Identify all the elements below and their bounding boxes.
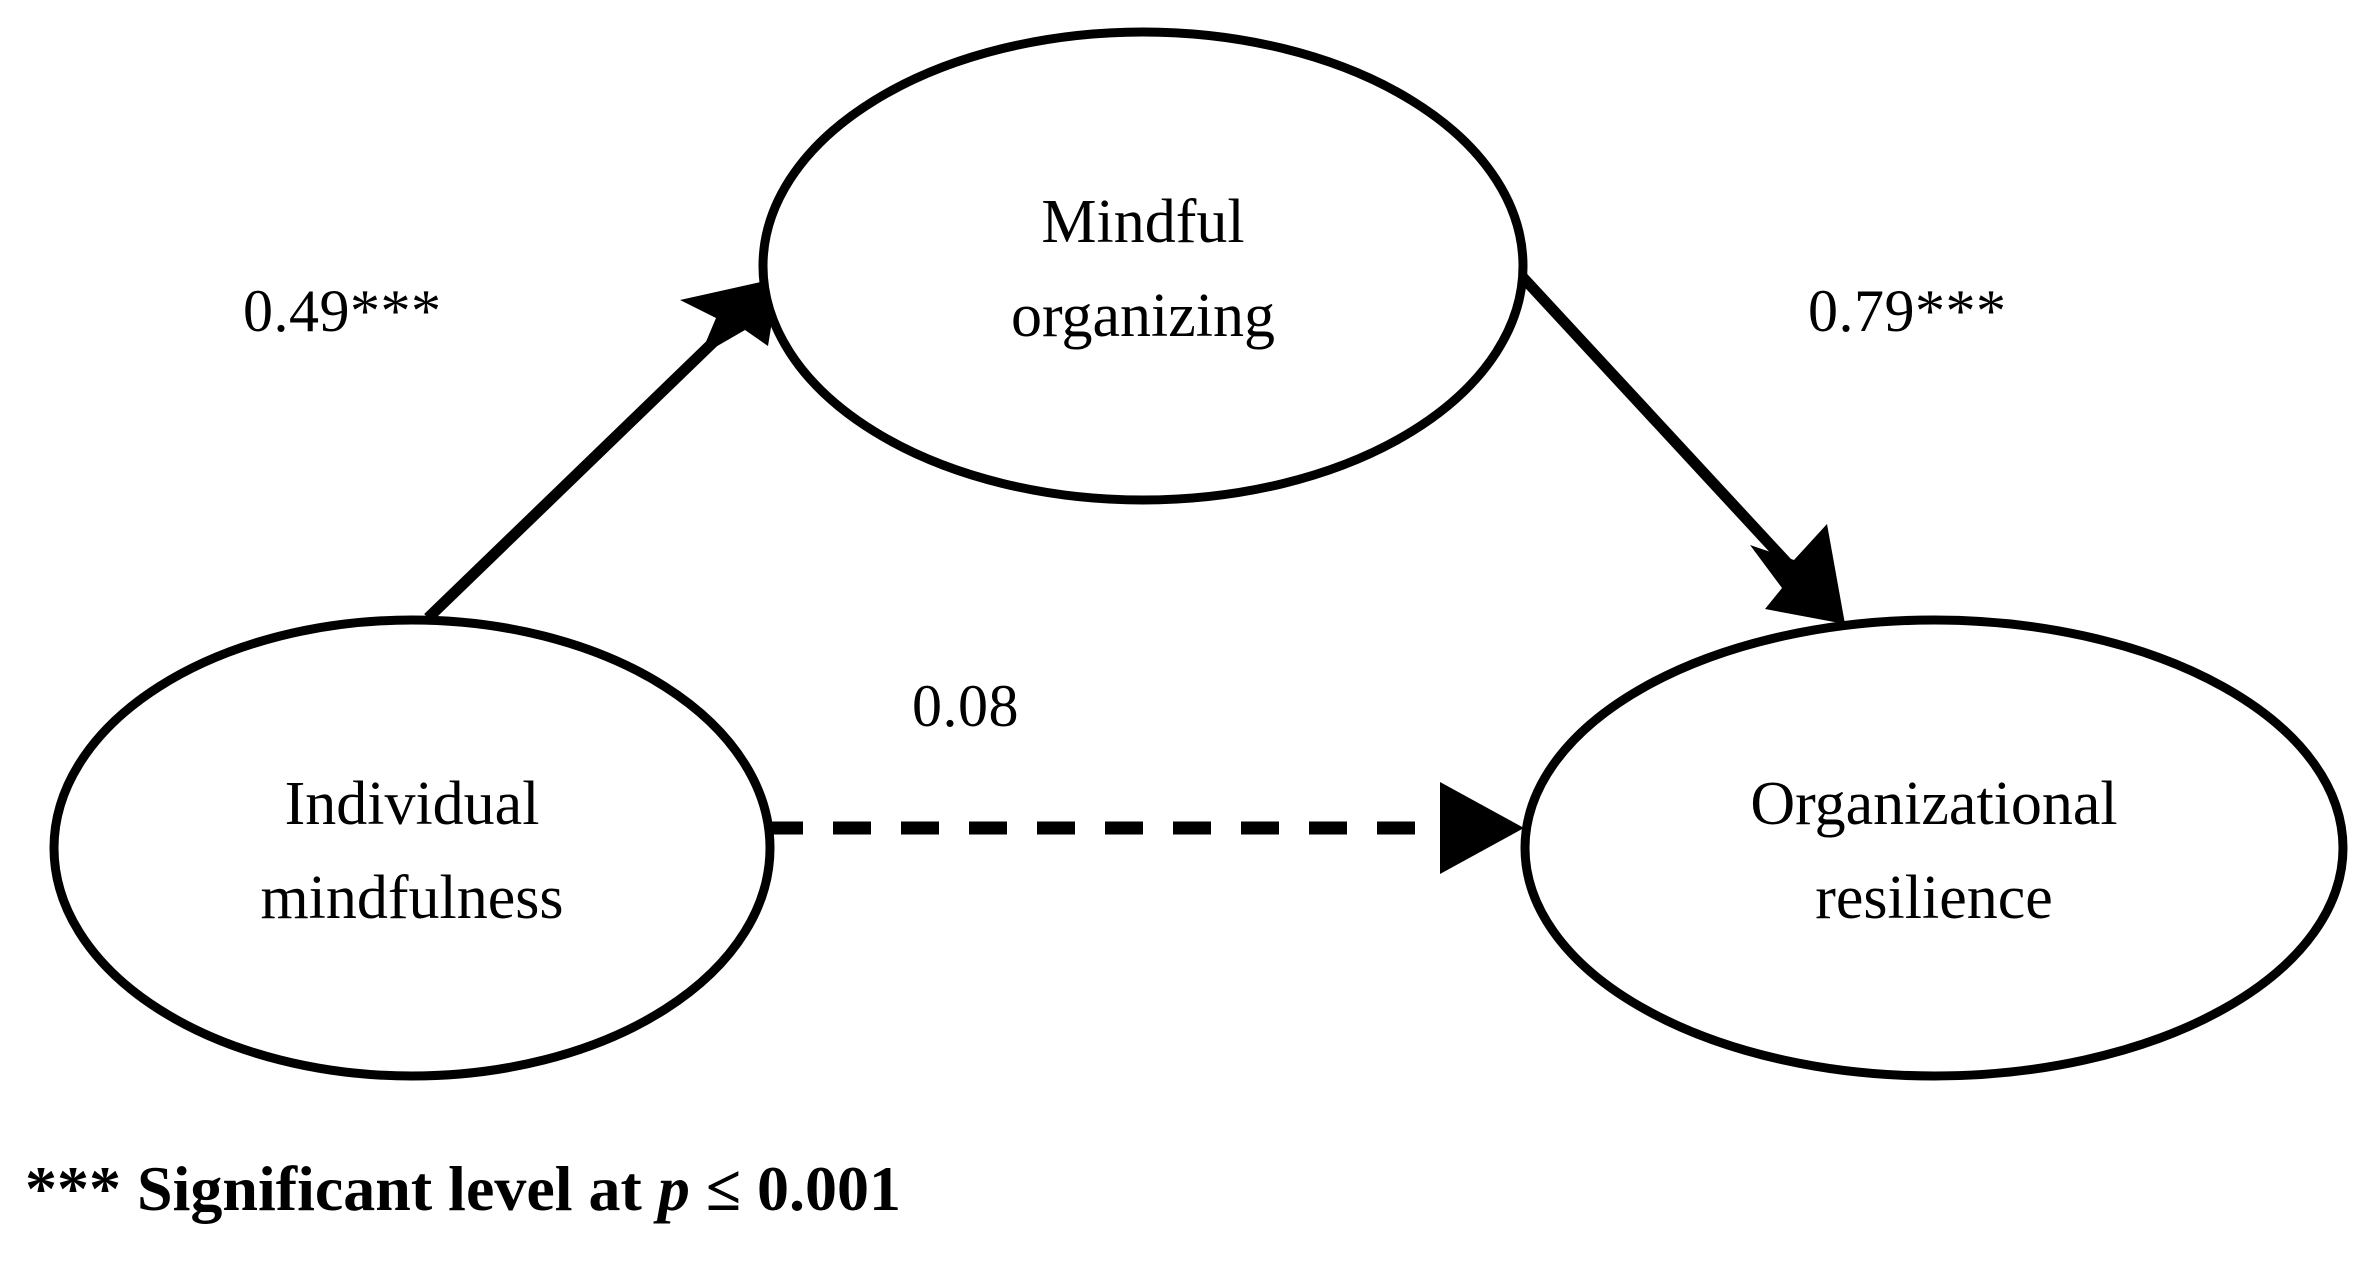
arrowhead-mo-or xyxy=(1750,524,1845,624)
edge-individual-mindfulness-to-mindful-organizing xyxy=(424,278,779,622)
edge-individual-mindfulness-to-organizational-resilience xyxy=(765,782,1524,874)
footnote-text-after: ≤ 0.001 xyxy=(689,1153,901,1224)
edge-line-mo-or xyxy=(1500,254,1831,609)
node-individual-mindfulness[interactable] xyxy=(49,615,775,1081)
arrowhead-im-or xyxy=(1440,782,1524,874)
arrowhead-im-mo xyxy=(680,278,779,356)
node-mindful-organizing[interactable] xyxy=(758,27,1528,505)
path-coefficient-im-to-or: 0.08 xyxy=(912,673,1019,739)
significance-footnote: *** Significant level at p ≤ 0.001 xyxy=(25,1152,901,1226)
edge-mindful-organizing-to-organizational-resilience xyxy=(1500,254,1845,624)
path-coefficient-im-to-mo: 0.49*** xyxy=(243,278,442,344)
node-organizational-resilience[interactable] xyxy=(1520,615,2348,1081)
footnote-stars: *** xyxy=(25,1153,137,1224)
footnote-p-symbol: p xyxy=(657,1153,690,1224)
footnote-text-before: Significant level at xyxy=(137,1153,658,1224)
path-coefficient-mo-to-or: 0.79*** xyxy=(1808,278,2007,344)
